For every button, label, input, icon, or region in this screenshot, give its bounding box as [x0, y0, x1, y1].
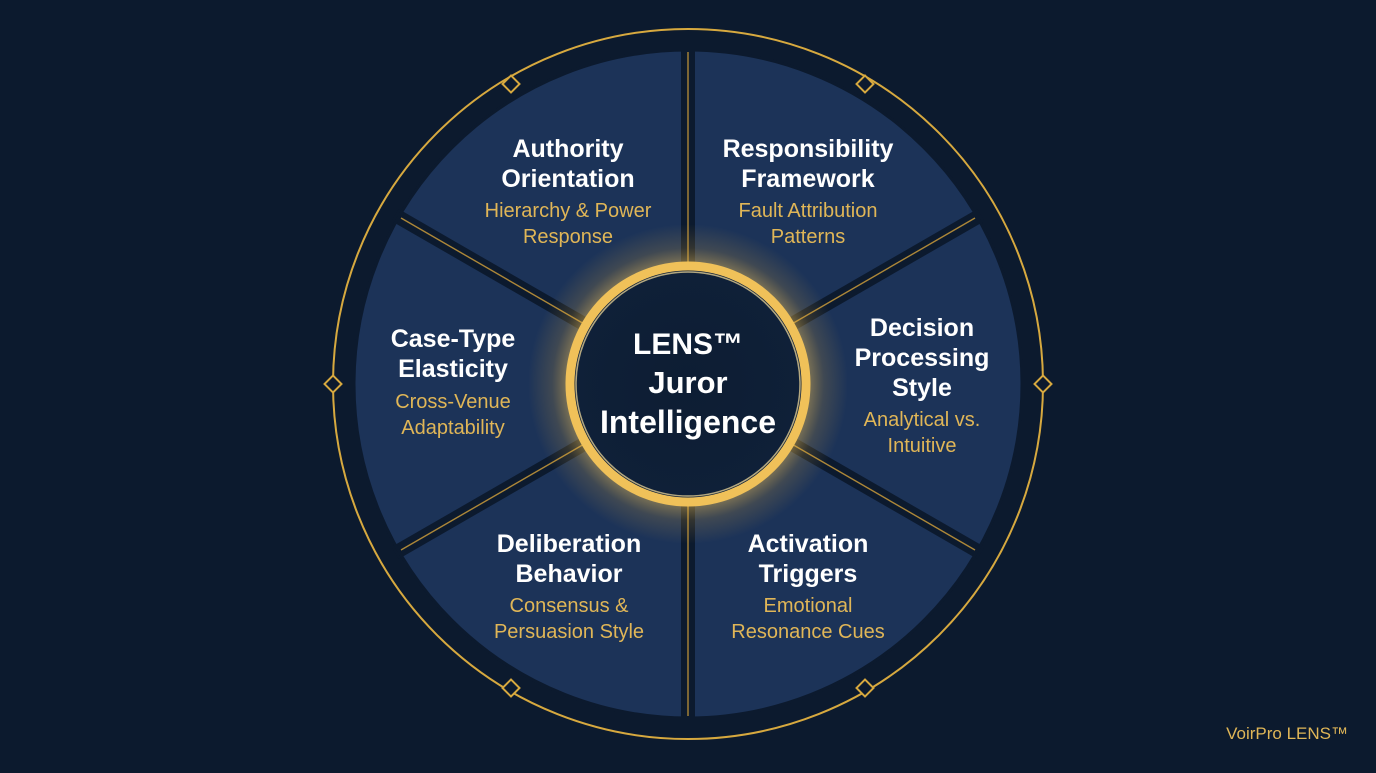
segment-subtitle-authority: Hierarchy & Power Response	[484, 200, 652, 248]
diamond-icon	[323, 374, 343, 394]
diamond-icon	[501, 678, 521, 698]
segment-subtitle-responsibility: Fault Attribution Patterns	[738, 200, 878, 248]
segment-title-decision: Decision Processing Style	[854, 314, 990, 402]
segment-title-case-type: Case-Type Elasticity	[390, 325, 516, 383]
center-hub	[565, 261, 811, 507]
diamond-icon	[855, 74, 875, 94]
diamond-icon	[855, 678, 875, 698]
center-title: LENS™ Juror Intelligence	[599, 328, 777, 440]
segment-title-activation: Activation Triggers	[747, 530, 869, 588]
segment-outline	[352, 48, 1024, 720]
segment-subtitle-case-type: Cross-Venue Adaptability	[395, 391, 511, 439]
brand-watermark: VoirPro LENS™	[1226, 724, 1348, 743]
diamond-icon	[501, 74, 521, 94]
segment-wedge	[688, 217, 1022, 551]
segment-subtitle-activation: Emotional Resonance Cues	[731, 595, 885, 643]
segment-wedge	[354, 217, 688, 551]
segment-title-authority: Authority Orientation	[501, 135, 635, 193]
segment-subtitle-decision: Analytical vs. Intuitive	[863, 409, 981, 457]
segment-title-deliberation: Deliberation Behavior	[496, 530, 642, 588]
segment-subtitle-deliberation: Consensus & Persuasion Style	[493, 595, 645, 643]
diamond-icon	[1033, 374, 1053, 394]
segment-title-responsibility: Responsibility Framework	[722, 135, 894, 193]
